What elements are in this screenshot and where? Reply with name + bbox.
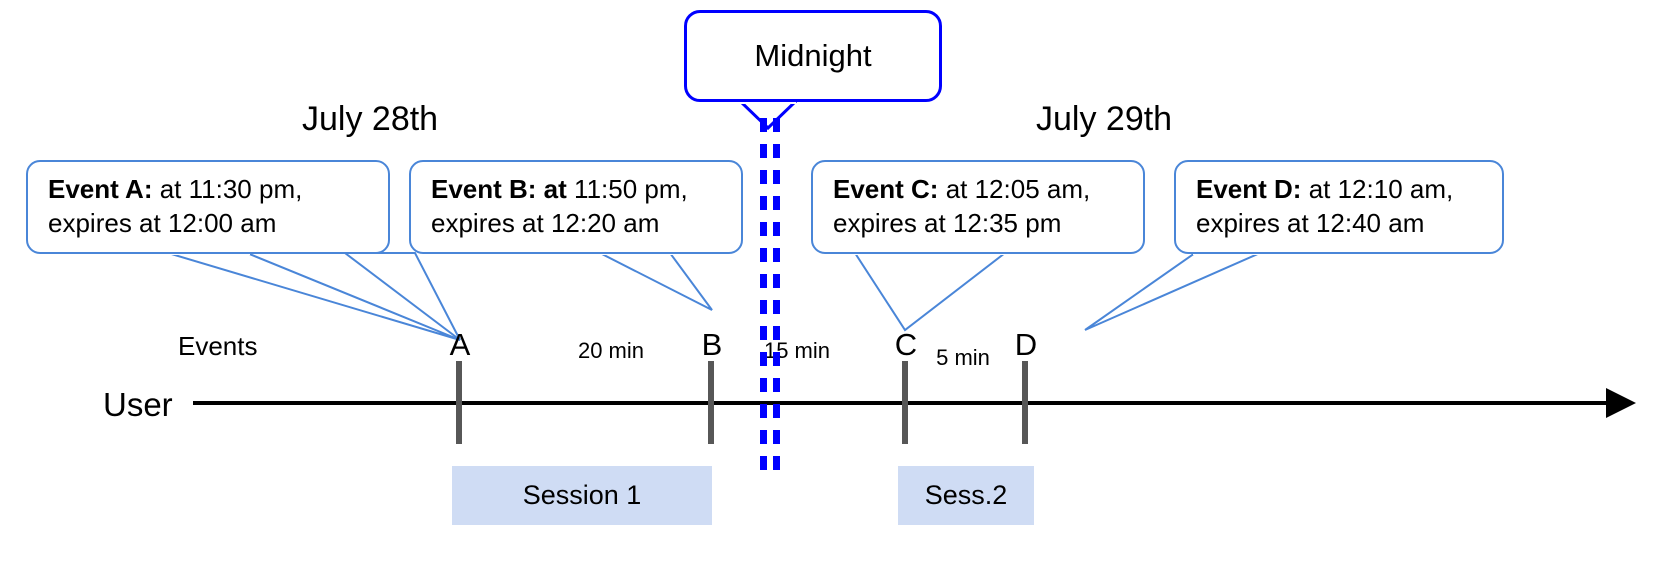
callout-b-line2: expires at 12:20 am	[431, 208, 660, 239]
pointer-event-a	[167, 252, 461, 341]
midnight-bubble-tail	[738, 99, 798, 131]
row-label-events: Events	[178, 331, 258, 361]
event-tick-d	[1022, 361, 1028, 444]
pointer-event-c	[853, 252, 1008, 332]
event-letter-d: D	[1014, 327, 1038, 362]
gap-label-5-min: 5 min	[936, 345, 990, 370]
callout-event-a: Event A: at 11:30 pm, expires at 12:00 a…	[26, 160, 390, 254]
event-letter-c: C	[894, 327, 918, 362]
gap-label-15-min: 15 min	[763, 338, 831, 363]
event-tick-a	[456, 361, 462, 444]
event-tick-b	[708, 361, 714, 444]
callout-a-line2: expires at 12:00 am	[48, 208, 277, 239]
session-block-2: Sess.2	[898, 466, 1034, 525]
event-letter-b: B	[701, 327, 723, 362]
callout-event-b: Event B: at 11:50 pm, expires at 12:20 a…	[409, 160, 743, 254]
date-label-july-28: July 28th	[302, 100, 439, 138]
midnight-callout: Midnight	[684, 10, 942, 102]
callout-d-bold: Event D:	[1196, 174, 1302, 204]
midnight-label: Midnight	[754, 38, 872, 73]
event-tick-c	[902, 361, 908, 444]
row-label-user: User	[103, 386, 173, 423]
callout-b-bold: Event B: at	[431, 174, 567, 204]
callout-c-rest: at 12:05 am,	[938, 174, 1091, 204]
pointer-event-b	[599, 252, 713, 311]
date-label-july-29: July 29th	[1036, 100, 1173, 138]
callout-event-d: Event D: at 12:10 am, expires at 12:40 a…	[1174, 160, 1504, 254]
callout-event-c: Event C: at 12:05 am, expires at 12:35 p…	[811, 160, 1145, 254]
callout-d-rest: at 12:10 am,	[1301, 174, 1454, 204]
callout-b-rest: 11:50 pm,	[566, 174, 688, 204]
callout-c-bold: Event C:	[833, 174, 939, 204]
midnight-divider-right	[773, 118, 780, 478]
callout-d-line2: expires at 12:40 am	[1196, 208, 1425, 239]
event-letter-a: A	[449, 327, 471, 362]
callout-c-line2: expires at 12:35 pm	[833, 208, 1062, 239]
timeline-arrowhead	[1606, 388, 1636, 418]
midnight-divider-left	[760, 118, 767, 478]
gap-label-20-min: 20 min	[577, 338, 645, 363]
callout-a-bold: Event A:	[48, 174, 153, 204]
session-block-1: Session 1	[452, 466, 712, 525]
pointer-event-d	[1084, 252, 1261, 331]
callout-a-rest: at 11:30 pm,	[152, 174, 303, 204]
